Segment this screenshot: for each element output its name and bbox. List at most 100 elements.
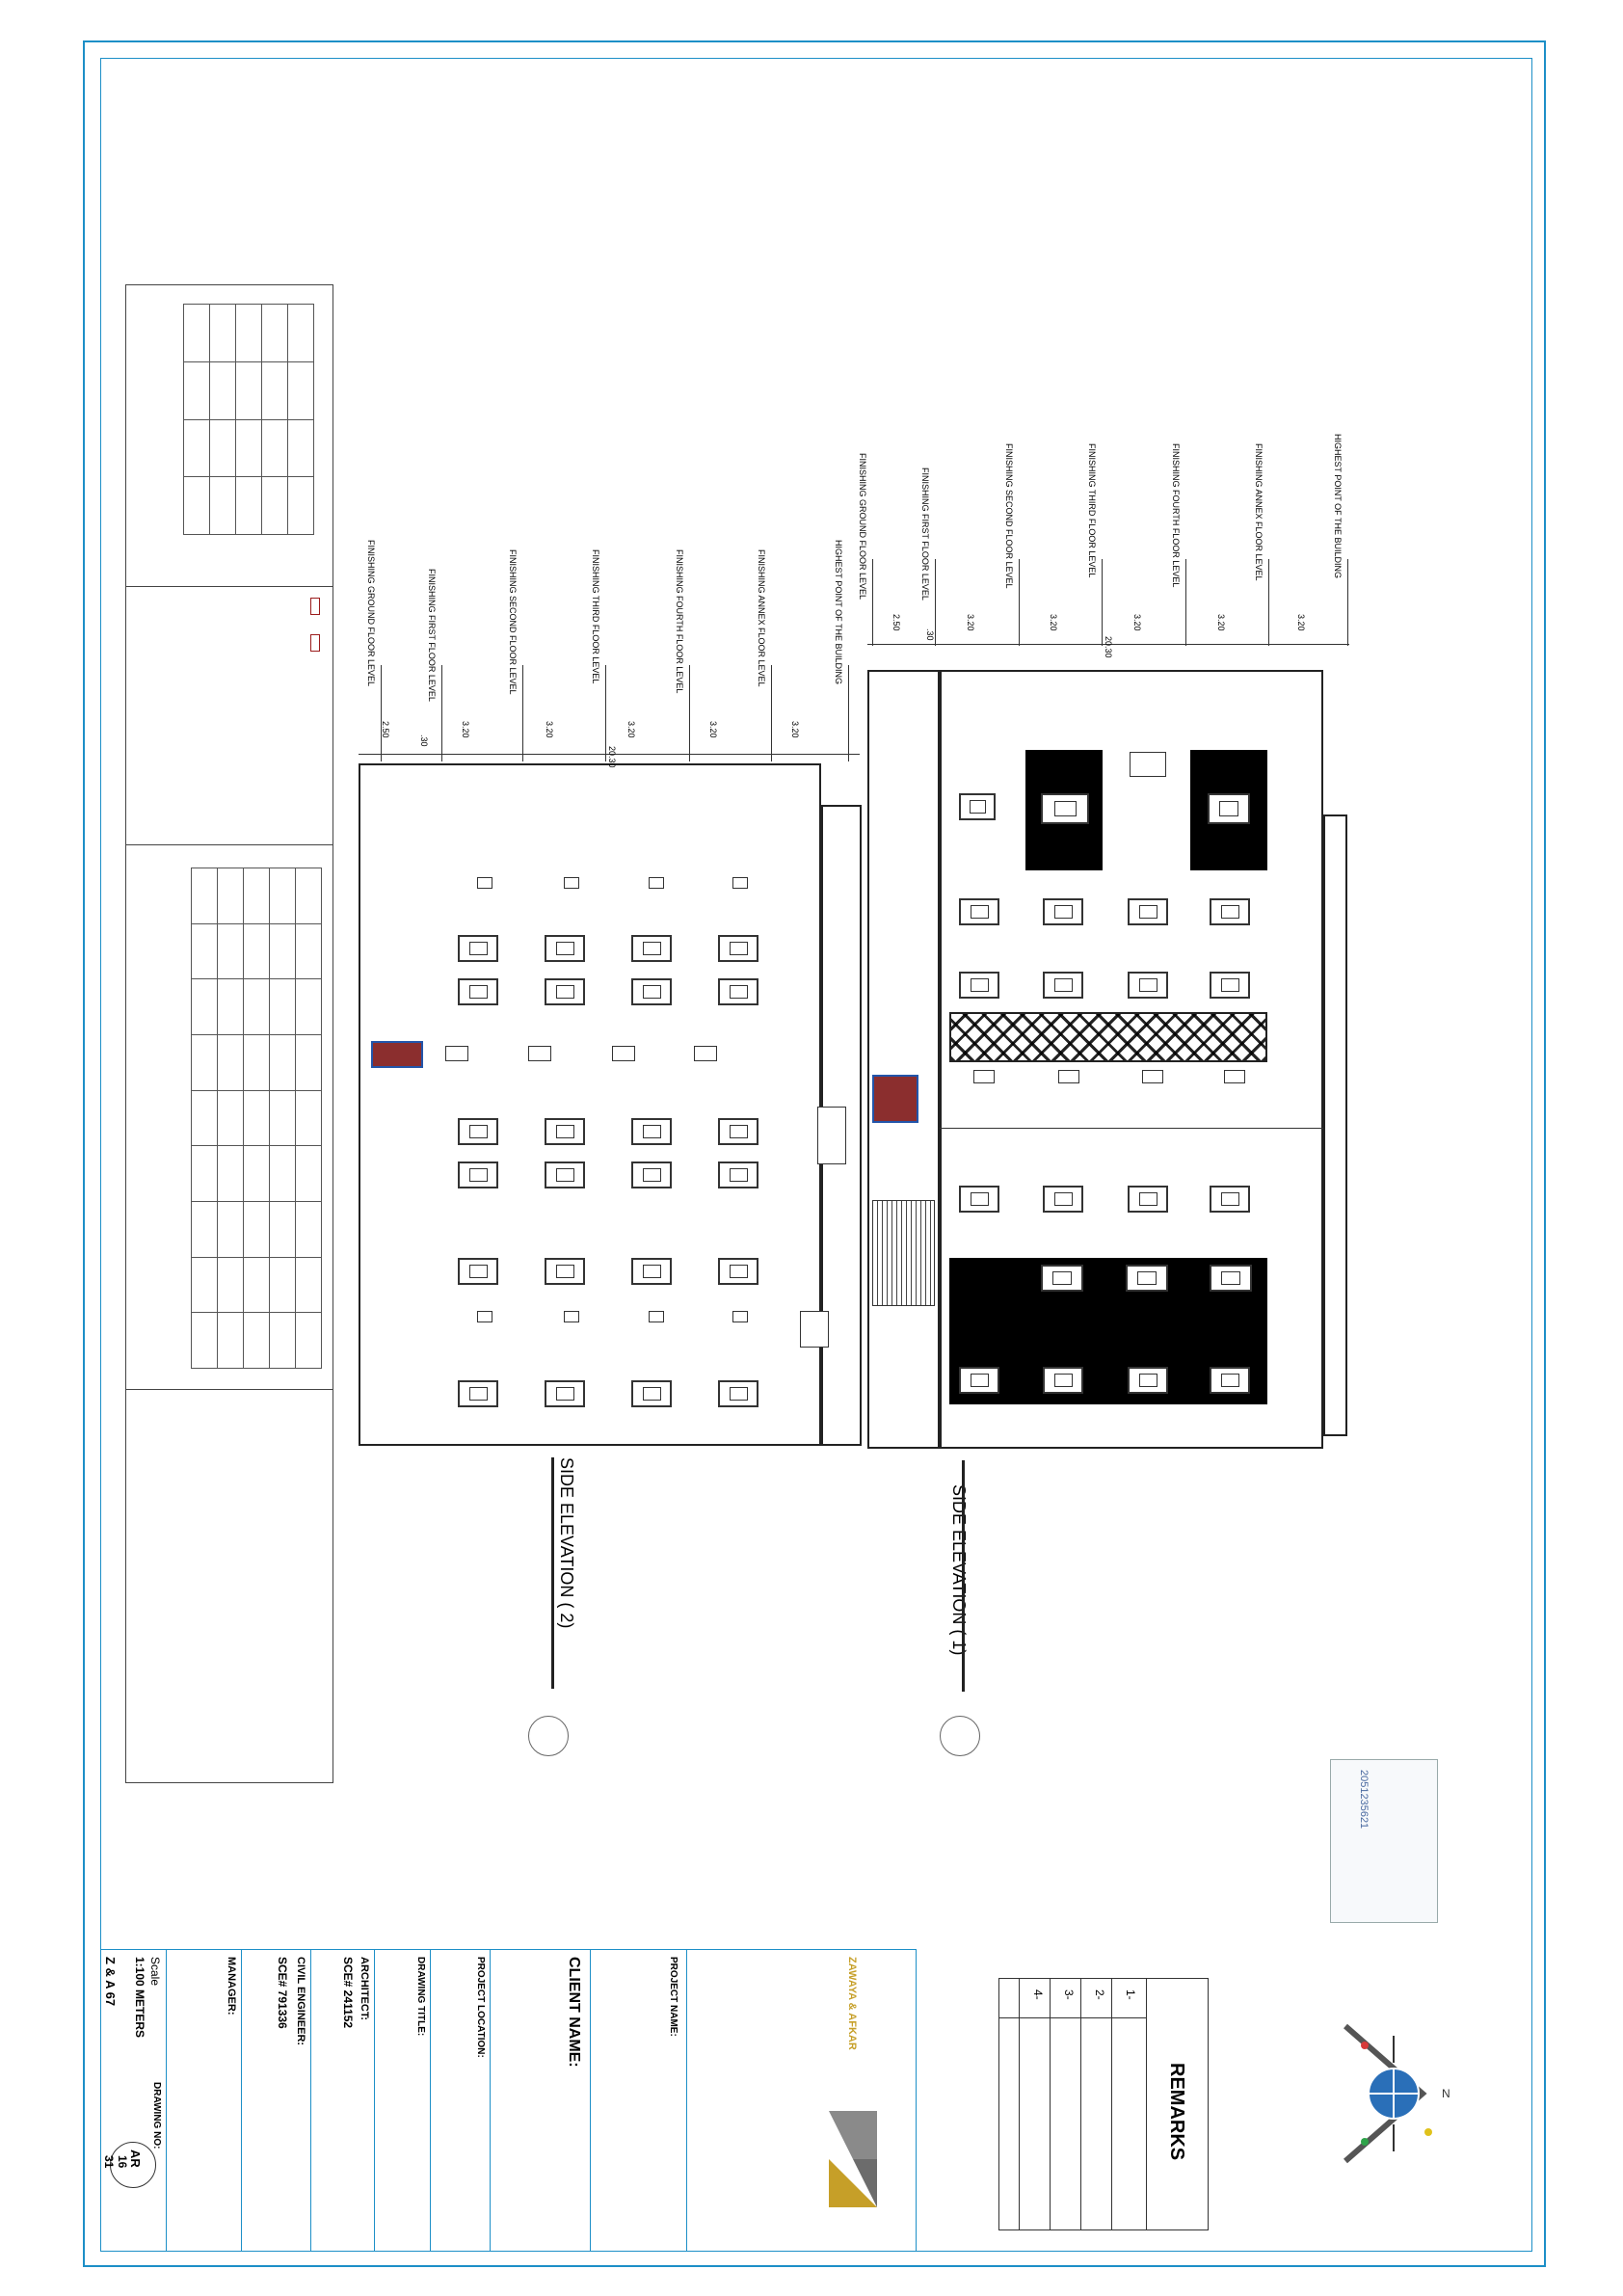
- boundaries-section: [183, 294, 318, 545]
- table-row: [287, 304, 314, 535]
- table-cell: [235, 419, 262, 477]
- table-cell: [269, 868, 296, 924]
- window: [1210, 1186, 1250, 1213]
- small-window: [973, 1070, 995, 1083]
- info-separator: [126, 1389, 333, 1390]
- title-block-divider: [430, 1949, 431, 2252]
- sign-panel: [371, 1041, 423, 1068]
- table-cell: [269, 1257, 296, 1313]
- land-area-section: [310, 598, 328, 839]
- title-block-divider: [916, 1949, 917, 2252]
- table-cell: [209, 476, 236, 535]
- svg-text:N: N: [1442, 2087, 1450, 2100]
- table-header: [287, 419, 314, 477]
- remarks-row: 2-: [1093, 1989, 1106, 2000]
- level-tick: [605, 665, 606, 761]
- boundaries-table: [183, 304, 314, 535]
- level-label: FINISHING SECOND FLOOR LEVEL: [508, 549, 518, 695]
- level-label: HIGHEST POINT OF THE BUILDING: [834, 540, 843, 685]
- drawing-number-badge: [110, 2142, 156, 2188]
- table-row: [209, 304, 236, 535]
- table-cell: [243, 1257, 270, 1313]
- table-cell: [183, 476, 210, 535]
- table-cell: [209, 361, 236, 419]
- window: [1128, 972, 1168, 999]
- dimension-value: 3.20: [708, 721, 718, 738]
- title-block-border: [100, 1949, 916, 1950]
- window: [1210, 898, 1250, 925]
- sign-panel: [872, 1075, 918, 1123]
- title-block-divider: [686, 1949, 687, 2252]
- table-cell: [235, 304, 262, 362]
- sheet-total: 31: [102, 2155, 116, 2169]
- level-label: FINISHING FIRST FLOOR LEVEL: [920, 467, 930, 601]
- window: [545, 1161, 585, 1188]
- window: [631, 1161, 672, 1188]
- civil-engineer-sce: SCE# 791336: [276, 1957, 289, 2029]
- window: [631, 1118, 672, 1145]
- window: [1041, 1265, 1083, 1292]
- level-tick: [935, 559, 936, 646]
- table-cell: [235, 361, 262, 419]
- level-tick: [522, 665, 523, 761]
- small-window: [732, 877, 748, 889]
- table-cell: [269, 978, 296, 1035]
- table-cell: [243, 1090, 270, 1146]
- table-cell: [243, 1312, 270, 1369]
- level-tick: [872, 559, 873, 646]
- window: [631, 935, 672, 962]
- remarks-divider: [1111, 1979, 1112, 2229]
- table-cell: [183, 419, 210, 477]
- window: [545, 1118, 585, 1145]
- remarks-title: REMARKS: [1166, 2063, 1187, 2161]
- title-block-divider: [310, 1949, 311, 2252]
- window: [1128, 1367, 1168, 1394]
- table-cell: [217, 1201, 244, 1258]
- window: [718, 1161, 758, 1188]
- info-panel: [125, 284, 333, 1783]
- remarks-row: 1-: [1124, 1989, 1137, 2000]
- table-cell: [191, 1145, 218, 1202]
- level-tick: [1019, 559, 1020, 646]
- window: [545, 1258, 585, 1285]
- table-cell: [261, 361, 288, 419]
- offset-dimension: .30: [419, 734, 429, 747]
- window: [959, 1367, 999, 1394]
- small-window: [1224, 1070, 1245, 1083]
- table-row: [191, 868, 218, 1369]
- table-header: [295, 1145, 322, 1202]
- table-cell: [269, 1034, 296, 1091]
- table-cell: [269, 1090, 296, 1146]
- table-cell: [191, 923, 218, 979]
- level-tick: [771, 665, 772, 761]
- areas-section: [191, 868, 328, 1369]
- title-underline: [962, 1460, 965, 1692]
- side-elevation-2-title-en: SIDE ELEVATION ( 2): [557, 1457, 576, 1629]
- window: [458, 978, 498, 1005]
- drawing-title-label: DRAWING TITLE:: [415, 1957, 426, 2037]
- table-cell: [191, 1312, 218, 1369]
- total-height: 20.30: [607, 746, 617, 768]
- window: [545, 978, 585, 1005]
- sheet-code: AR: [128, 2149, 143, 2168]
- window: [718, 935, 758, 962]
- table-cell: [217, 1312, 244, 1369]
- architect-sce: SCE# 241152: [341, 1957, 355, 2029]
- decorative-screen: [949, 1012, 1267, 1062]
- dimension-value: 3.20: [966, 614, 975, 631]
- level-label: FINISHING THIRD FLOOR LEVEL: [591, 549, 600, 684]
- dimension-value: 3.20: [461, 721, 470, 738]
- level-tick: [1185, 559, 1186, 646]
- stair-window: [800, 1311, 829, 1348]
- window: [718, 1258, 758, 1285]
- window: [959, 793, 996, 820]
- dimension-value: 3.20: [626, 721, 636, 738]
- window: [1126, 1265, 1168, 1292]
- window: [631, 1380, 672, 1407]
- table-cell: [269, 1201, 296, 1258]
- window: [545, 1380, 585, 1407]
- title-block-divider: [166, 1949, 167, 2252]
- window: [631, 1258, 672, 1285]
- dimension-value: 2.50: [891, 614, 901, 631]
- table-row: [217, 868, 244, 1369]
